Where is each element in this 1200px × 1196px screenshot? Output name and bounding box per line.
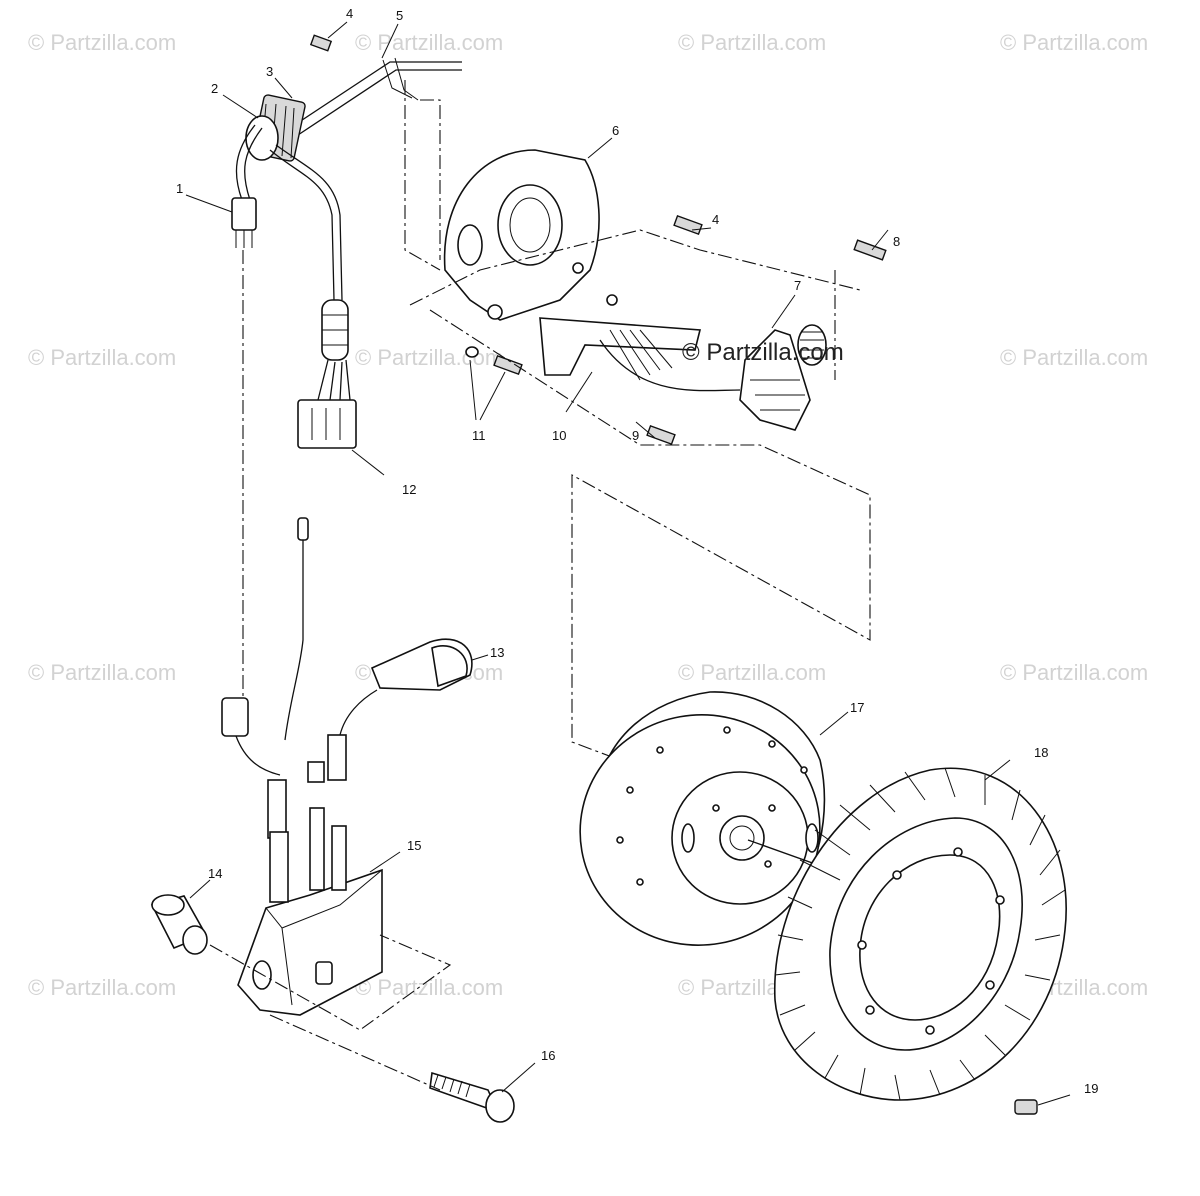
callout-8: 8 <box>893 234 900 249</box>
watermark: © Partzilla.com <box>1000 345 1148 370</box>
watermark: © Partzilla.com <box>28 660 176 685</box>
watermark: © Partzilla.com <box>355 975 503 1000</box>
screw-4-top <box>309 34 333 52</box>
callout-5: 5 <box>396 8 403 23</box>
watermark: © Partzilla.com <box>1000 30 1148 55</box>
ignition-assembly <box>150 517 515 1123</box>
callout-16: 16 <box>541 1048 555 1063</box>
callout-7: 7 <box>794 278 801 293</box>
screw-19 <box>1014 1099 1038 1115</box>
callout-10: 10 <box>552 428 566 443</box>
watermark: © Partzilla.com <box>678 660 826 685</box>
watermark: © Partzilla.com <box>28 975 176 1000</box>
watermark: © Partzilla.com <box>28 30 176 55</box>
washer-11 <box>465 346 479 358</box>
callout-13: 13 <box>490 645 504 660</box>
ignition-coil-15 <box>237 868 383 1016</box>
watermark: © Partzilla.com <box>355 345 503 370</box>
watermark: © Partzilla.com <box>678 30 826 55</box>
watermark: © Partzilla.com <box>1000 660 1148 685</box>
callout-4-top: 4 <box>346 6 353 21</box>
stator-assembly: © Partzilla.com <box>409 149 887 761</box>
connector-1 <box>231 197 257 231</box>
screw-8 <box>853 239 887 261</box>
callout-3: 3 <box>266 64 273 79</box>
callout-4-stator: 4 <box>712 212 719 227</box>
partzilla-watermark-center: © Partzilla.com <box>682 339 844 366</box>
callout-1: 1 <box>176 181 183 196</box>
leader-lines <box>185 21 1071 1106</box>
connector-12 <box>297 399 357 449</box>
screw-4-stator <box>673 214 703 236</box>
callout-labels: 1 2 3 4 5 6 4 8 7 9 10 11 12 13 14 15 16… <box>176 6 1098 1096</box>
screw-9 <box>646 424 676 446</box>
wiring-harness <box>231 34 462 700</box>
callout-9: 9 <box>632 428 639 443</box>
watermark: © Partzilla.com <box>355 30 503 55</box>
callout-6: 6 <box>612 123 619 138</box>
callout-18: 18 <box>1034 745 1048 760</box>
callout-12: 12 <box>402 482 416 497</box>
callout-14: 14 <box>208 866 222 881</box>
screw-11 <box>493 354 523 376</box>
cooling-fan-18 <box>774 767 1067 1101</box>
callout-19: 19 <box>1084 1081 1098 1096</box>
callout-11: 11 <box>472 428 486 443</box>
lead-tube-left <box>267 779 287 839</box>
watermark: © Partzilla.com <box>28 345 176 370</box>
callout-17: 17 <box>850 700 864 715</box>
callout-2: 2 <box>211 81 218 96</box>
callout-15: 15 <box>407 838 421 853</box>
flywheel-17 <box>579 691 861 946</box>
